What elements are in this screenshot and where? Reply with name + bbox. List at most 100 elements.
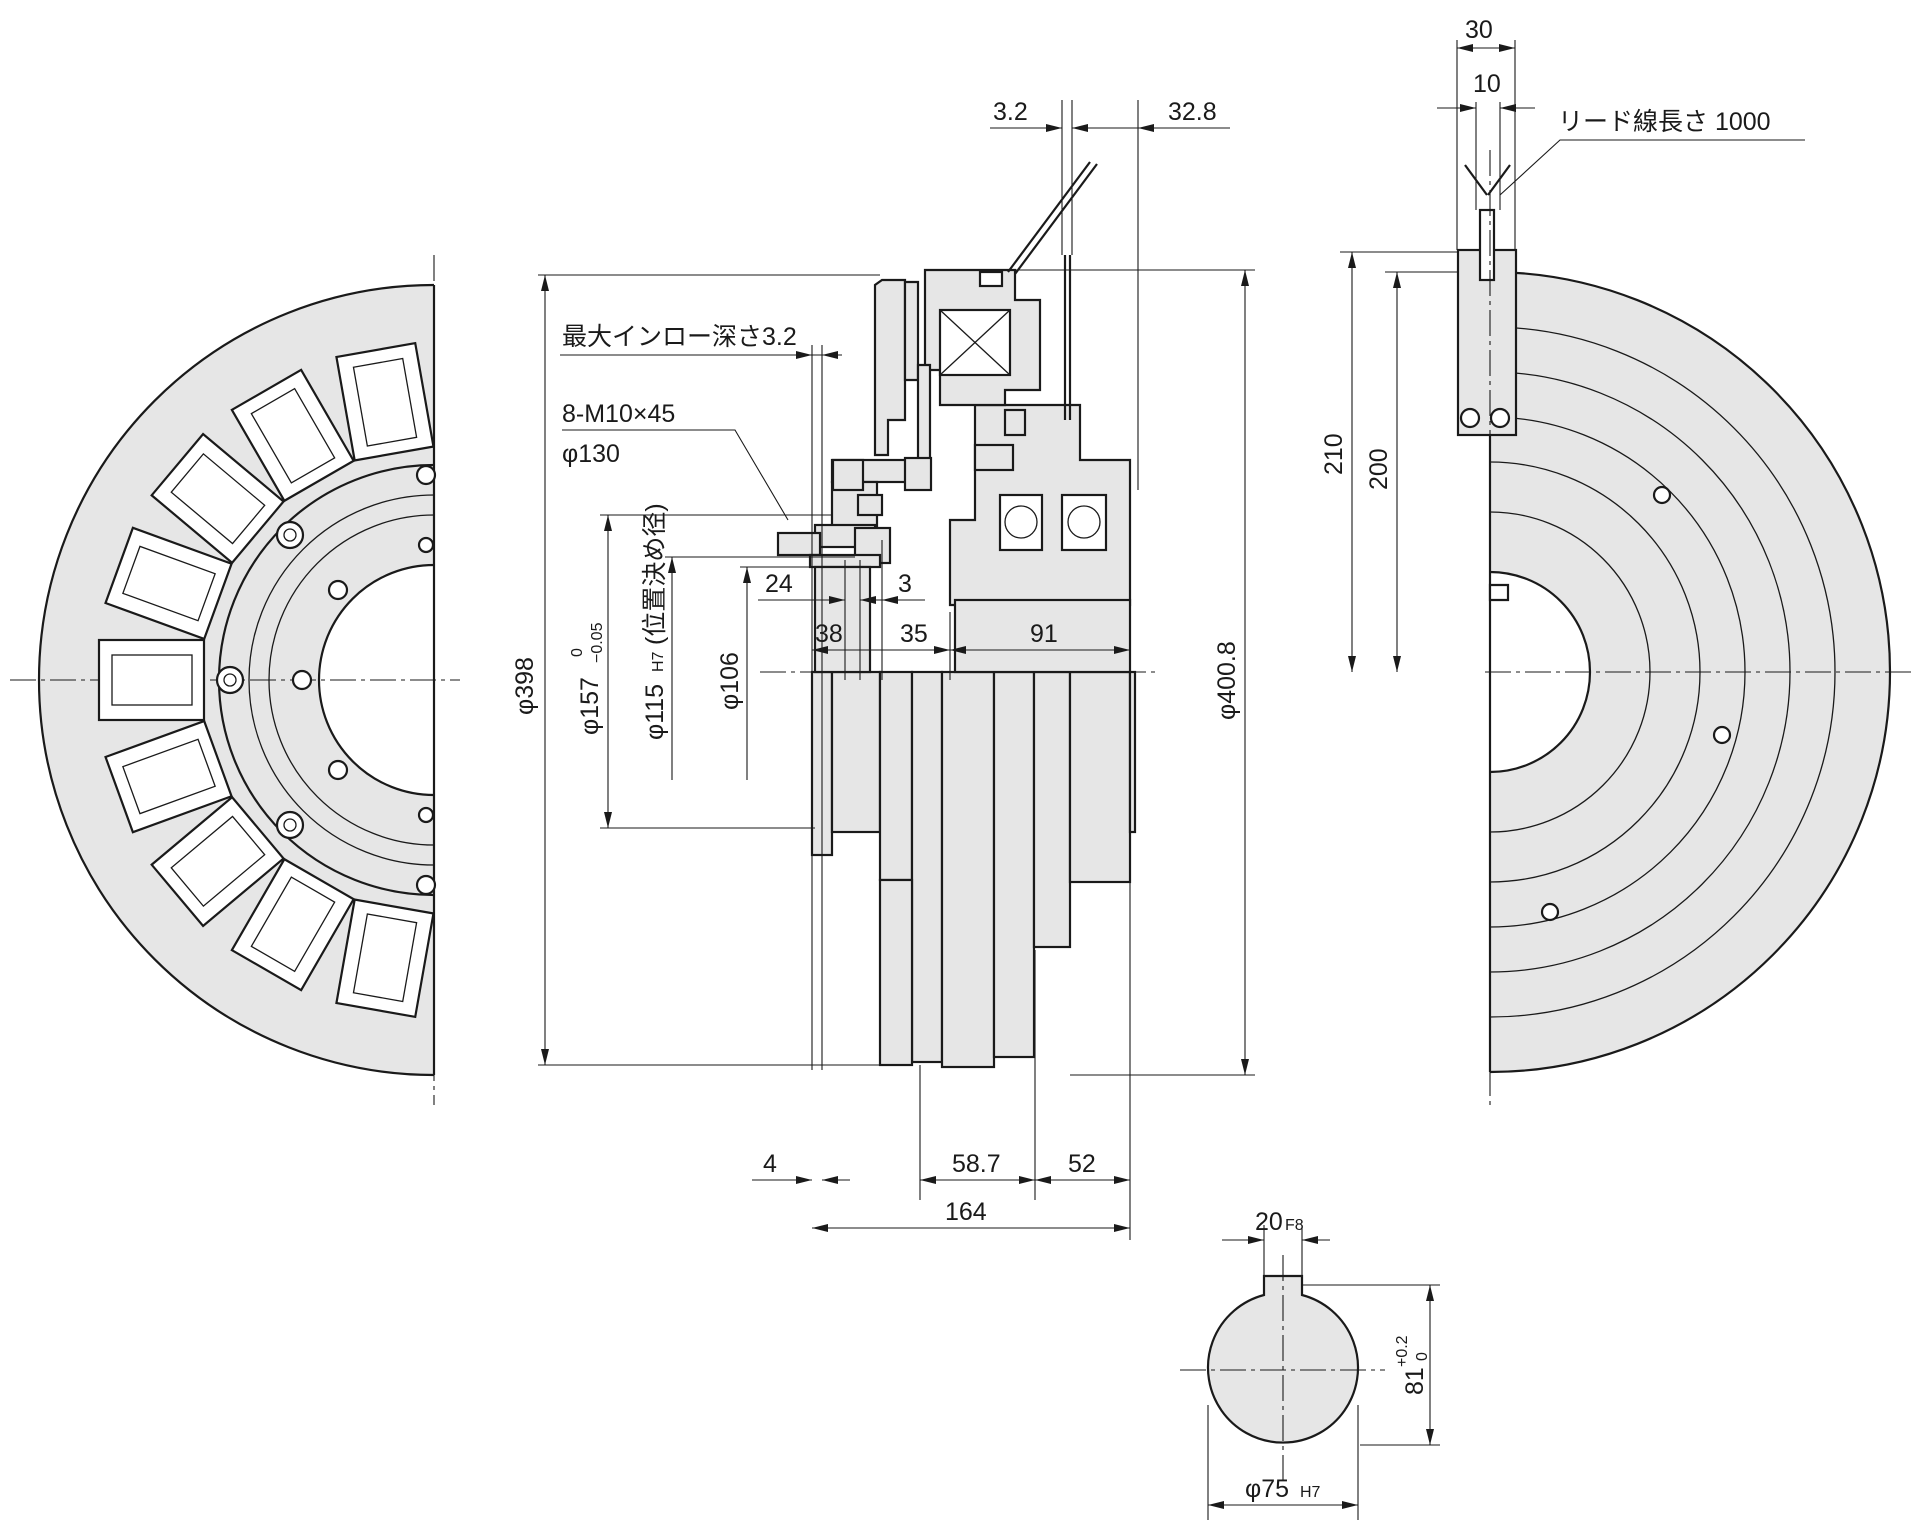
dim-115: φ115 [641, 684, 669, 740]
lead-wire-length-label: リード線長さ 1000 [1558, 108, 1771, 136]
dim-200: 200 [1365, 448, 1393, 490]
dim-35: 35 [900, 620, 928, 648]
friction-pad [150, 432, 286, 565]
dimension-arrowhead [1019, 1176, 1035, 1184]
dim-210: 210 [1320, 433, 1348, 475]
dimension-arrowhead [920, 1176, 936, 1184]
dimension-arrowhead [1138, 124, 1154, 132]
dimension-arrowhead [1114, 646, 1130, 654]
dim-106: φ106 [716, 652, 744, 710]
dim-157: φ157 [576, 677, 604, 735]
dim-24: 24 [765, 570, 793, 598]
dim-3: 3 [898, 570, 912, 598]
keyway-width: 20 [1255, 1208, 1283, 1236]
max-spigot-depth-label: 最大インロー深さ3.2 [562, 323, 797, 351]
dimension-arrowhead [1241, 270, 1249, 286]
dimension-arrowhead [743, 567, 751, 583]
dimension-arrowhead [1393, 272, 1401, 288]
dimension-arrowhead [1114, 1224, 1130, 1232]
dimension-arrowhead [829, 596, 845, 604]
dimension-arrowhead [1457, 44, 1473, 52]
positioning-dia-label: (位置決め径) [641, 503, 669, 645]
dimension-arrowhead [1499, 44, 1515, 52]
dimension-arrowhead [1302, 1236, 1318, 1244]
dimension-arrowhead [934, 646, 950, 654]
dimension-arrowhead [1342, 1501, 1358, 1509]
dimension-arrowhead [882, 596, 898, 604]
dim-30: 30 [1465, 16, 1493, 44]
dim-32-8: 32.8 [1168, 98, 1217, 126]
dim-400-8: φ400.8 [1213, 641, 1241, 720]
dim-157-group: φ157 0 −0.05 [569, 622, 606, 735]
dimension-arrowhead [1072, 124, 1088, 132]
dimension-arrowhead [604, 812, 612, 828]
dimension-arrowhead [541, 275, 549, 291]
dimension-arrowhead [950, 646, 966, 654]
dimension-labels: 3.2 32.8 30 10 リード線長さ 1000 最大インロー深さ3.2 8… [511, 16, 1771, 1503]
dim-58-7: 58.7 [952, 1150, 1001, 1178]
key-depth-tol-lower: 0 [1414, 1352, 1431, 1361]
friction-pad [230, 368, 356, 503]
dim-52: 52 [1068, 1150, 1096, 1178]
friction-pads [97, 341, 435, 1019]
friction-pad-inner [170, 452, 266, 545]
dimension-arrowhead [1248, 1236, 1264, 1244]
dimension-arrowhead [1046, 124, 1062, 132]
friction-pad [335, 341, 435, 462]
friction-pad-inner [122, 545, 216, 622]
friction-pad-inner [352, 913, 418, 1003]
keyway-detail [1180, 1255, 1385, 1480]
dimension-arrowhead [1208, 1501, 1224, 1509]
key-depth-tol-upper: +0.2 [1394, 1335, 1411, 1367]
dim-115-group: φ115 H7 (位置決め径) [641, 503, 669, 740]
bore-dia: φ75 [1245, 1475, 1289, 1503]
bolt-pcd-label: φ130 [562, 440, 620, 468]
friction-pad-inner [111, 654, 193, 706]
dimension-arrows [541, 44, 1516, 1509]
dim-164: 164 [945, 1198, 987, 1226]
dim-38: 38 [815, 620, 843, 648]
dim-157-tol-lower: −0.05 [589, 622, 606, 663]
friction-pad [97, 638, 206, 722]
dimension-arrowhead [822, 351, 838, 359]
dim-398: φ398 [511, 657, 539, 715]
friction-pad-inner [250, 876, 336, 973]
dimension-arrowhead [796, 351, 812, 359]
dimension-arrowhead [1426, 1429, 1434, 1445]
left-end-view [10, 255, 460, 1105]
dim-3-2: 3.2 [993, 98, 1028, 126]
dimension-arrowhead [1114, 1176, 1130, 1184]
right-end-view [1456, 150, 1915, 1110]
key-depth: 81 [1401, 1367, 1429, 1395]
dim-10: 10 [1473, 70, 1501, 98]
key-depth-group: 81 +0.2 0 [1394, 1335, 1431, 1395]
dimension-arrowhead [604, 515, 612, 531]
friction-pad-inner [122, 738, 216, 815]
dimension-arrowhead [541, 1049, 549, 1065]
dim-4: 4 [763, 1150, 777, 1178]
dim-91: 91 [1030, 620, 1058, 648]
dimension-arrowhead [812, 1224, 828, 1232]
dimension-arrowhead [796, 1176, 812, 1184]
bolt-spec-label: 8-M10×45 [562, 400, 675, 428]
friction-pad-inner [352, 357, 418, 447]
friction-pad-inner [250, 387, 336, 484]
dimension-arrowhead [1426, 1285, 1434, 1301]
dimension-arrowhead [812, 646, 828, 654]
center-section-view [760, 161, 1160, 1069]
dimension-arrowhead [1393, 656, 1401, 672]
friction-pad [150, 795, 286, 928]
bore-fit: H7 [1300, 1484, 1321, 1501]
friction-pad [335, 898, 435, 1019]
dimension-arrowhead [822, 1176, 838, 1184]
dimension-arrowhead [1241, 1059, 1249, 1075]
friction-pad-inner [170, 815, 266, 908]
dim-157-tol-upper: 0 [569, 648, 586, 657]
dimension-arrowhead [668, 557, 676, 573]
dimension-arrowhead [1500, 104, 1516, 112]
keyway-fit: F8 [1285, 1217, 1304, 1234]
bolt-holes [215, 464, 437, 896]
dimension-arrowhead [1348, 252, 1356, 268]
dim-115-fit: H7 [650, 651, 667, 672]
